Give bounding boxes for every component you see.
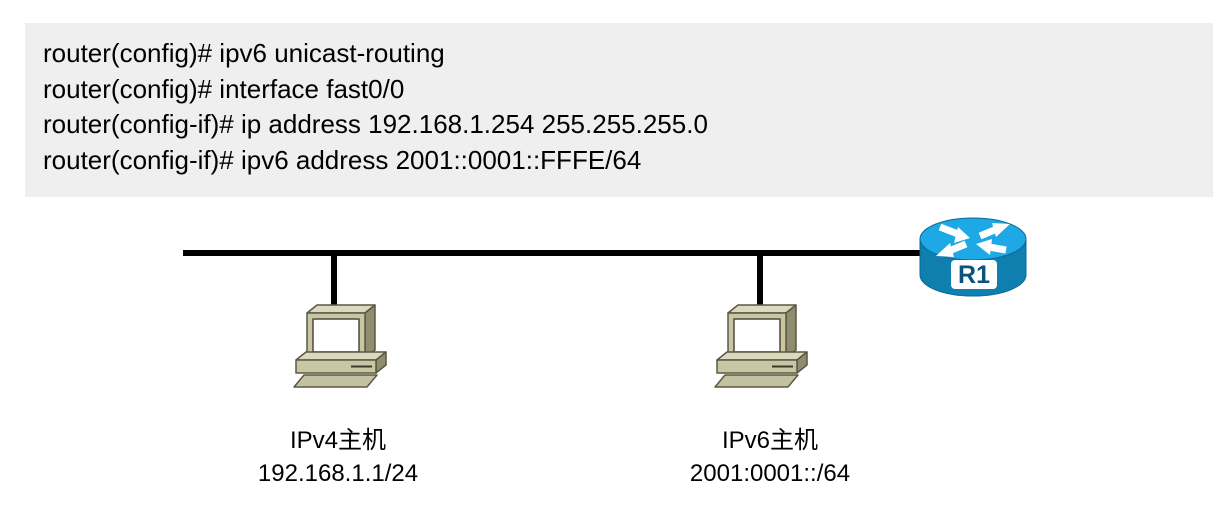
host2-address: 2001:0001::/64 (689, 460, 851, 487)
ethernet-bus-line (183, 250, 928, 256)
host2-link-line (757, 250, 763, 308)
host1-label: IPv4主机 192.168.1.1/24 (228, 424, 448, 490)
host-computer-icon (293, 304, 387, 388)
router-config-code-block: router(config)# ipv6 unicast-routing rou… (25, 23, 1213, 197)
host1-link-line (331, 250, 337, 308)
router-icon: R1 (919, 217, 1027, 297)
config-command-line: router(config-if)# ip address 192.168.1.… (43, 109, 708, 139)
router-label: R1 (958, 261, 990, 289)
host-computer-icon (714, 304, 808, 388)
router-arrows-glyph (936, 223, 1010, 257)
host1-address: 192.168.1.1/24 (257, 460, 419, 487)
config-command-line: router(config-if)# ipv6 address 2001::00… (43, 144, 642, 175)
host2-name: IPv6主机 (721, 427, 819, 454)
router-label-plate (951, 260, 997, 289)
host2-label: IPv6主机 2001:0001::/64 (660, 424, 880, 490)
config-command-line: router(config)# ipv6 unicast-routing (43, 38, 445, 68)
config-command-line: router(config)# interface fast0/0 (43, 73, 405, 104)
host1-name: IPv4主机 (289, 427, 387, 454)
